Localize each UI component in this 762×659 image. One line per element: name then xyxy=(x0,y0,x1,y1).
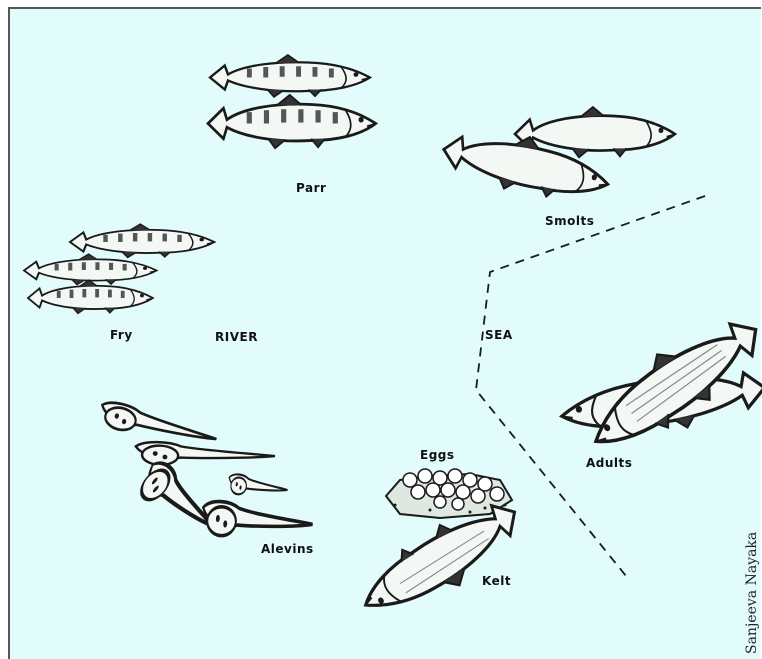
fry-fish-top xyxy=(70,224,215,258)
label-alevins: Alevins xyxy=(261,542,314,556)
label-smolts: Smolts xyxy=(545,214,594,228)
label-fry: Fry xyxy=(110,328,133,342)
label-kelt: Kelt xyxy=(482,574,511,588)
parr-fish-lower xyxy=(208,95,377,148)
credit-text: Sanjeeva Nayaka xyxy=(744,532,760,654)
alevin-5 xyxy=(201,500,314,543)
fry-fish-bottom xyxy=(28,280,153,314)
credit-watermark: Sanjeeva Nayaka xyxy=(722,488,762,654)
label-river: RIVER xyxy=(215,330,258,344)
label-sea: SEA xyxy=(485,328,513,342)
parr-fish-upper xyxy=(210,55,371,97)
label-eggs: Eggs xyxy=(420,448,455,462)
fry-fish-middle xyxy=(24,254,157,285)
alevin-4 xyxy=(227,473,289,501)
label-parr: Parr xyxy=(296,181,326,195)
label-adults: Adults xyxy=(586,456,632,470)
